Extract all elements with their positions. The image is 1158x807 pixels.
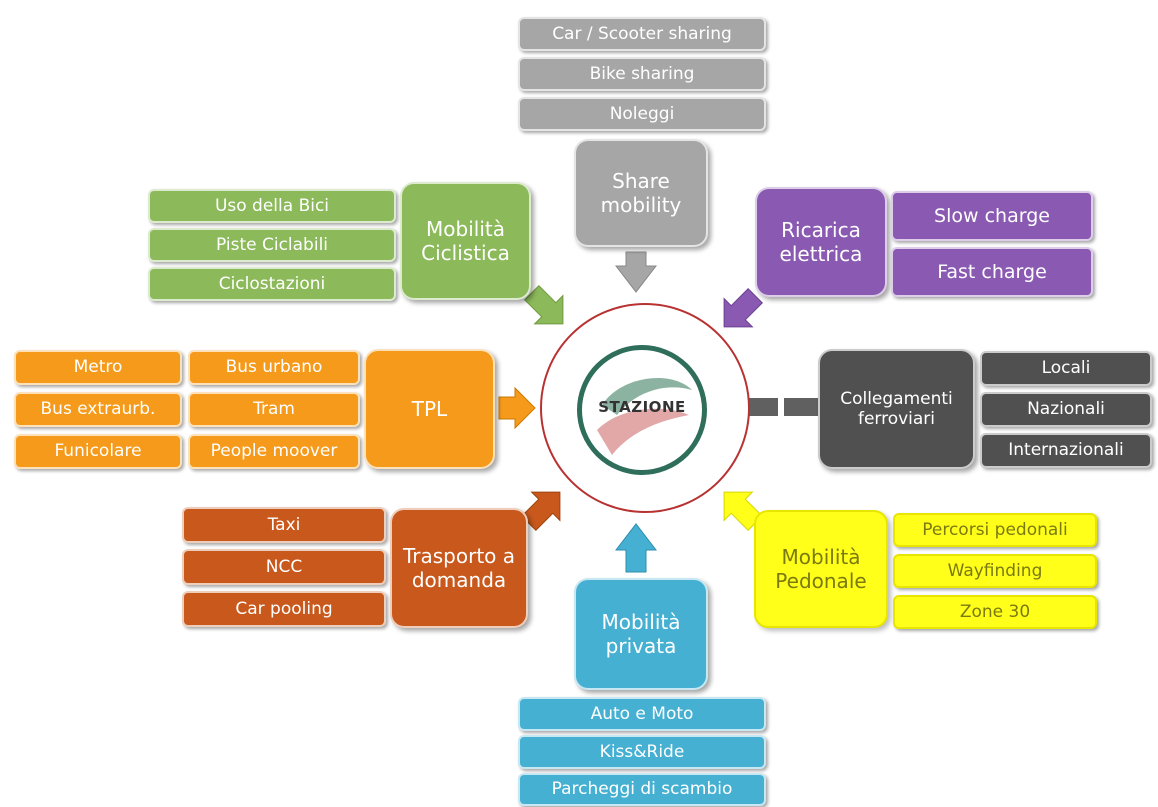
tpl-item-people-moover: People moover bbox=[188, 434, 360, 469]
pedonale-hub: Mobilità Pedonale bbox=[754, 510, 888, 628]
share-item-car-scooter: Car / Scooter sharing bbox=[518, 17, 766, 51]
tpl-item-bus-urbano: Bus urbano bbox=[188, 350, 360, 385]
domanda-hub: Trasporto a domanda bbox=[390, 508, 528, 628]
privata-item-kiss-ride: Kiss&Ride bbox=[518, 735, 766, 769]
share-arrow bbox=[614, 251, 658, 293]
tpl-item-bus-extraurb: Bus extraurb. bbox=[14, 392, 182, 427]
ciclistica-item-bici: Uso della Bici bbox=[148, 189, 396, 223]
privata-item-auto-moto: Auto e Moto bbox=[518, 697, 766, 731]
ferroviari-hub: Collegamenti ferroviari bbox=[818, 349, 975, 469]
tpl-item-tram: Tram bbox=[188, 392, 360, 427]
domanda-item-car-pooling: Car pooling bbox=[182, 591, 386, 627]
pedonale-item-percorsi: Percorsi pedonali bbox=[893, 513, 1097, 547]
pedonale-item-zone30: Zone 30 bbox=[893, 595, 1097, 629]
ciclistica-item-ciclostazioni: Ciclostazioni bbox=[148, 267, 396, 301]
tpl-item-funicolare: Funicolare bbox=[14, 434, 182, 469]
privata-arrow bbox=[614, 523, 658, 573]
privata-item-parcheggi: Parcheggi di scambio bbox=[518, 773, 766, 806]
logo-swoosh-icon bbox=[597, 378, 692, 455]
tpl-hub: TPL bbox=[364, 349, 495, 469]
ferroviari-item-locali: Locali bbox=[980, 351, 1152, 386]
share-hub: Share mobility bbox=[574, 139, 708, 247]
station-label: STAZIONE bbox=[598, 398, 686, 416]
ciclistica-item-piste: Piste Ciclabili bbox=[148, 228, 396, 262]
ricarica-hub: Ricarica elettrica bbox=[755, 187, 887, 297]
rail-dash-3 bbox=[784, 398, 818, 416]
ciclistica-arrow bbox=[524, 285, 564, 325]
tpl-arrow bbox=[498, 386, 536, 430]
ricarica-item-fast: Fast charge bbox=[891, 247, 1093, 297]
privata-hub: Mobilità privata bbox=[574, 578, 708, 690]
pedonale-item-wayfinding: Wayfinding bbox=[893, 554, 1097, 588]
share-item-bike: Bike sharing bbox=[518, 57, 766, 91]
ciclistica-hub: Mobilità Ciclistica bbox=[400, 182, 531, 300]
domanda-item-ncc: NCC bbox=[182, 549, 386, 585]
station-logo: STAZIONE bbox=[577, 345, 707, 475]
share-item-noleggi: Noleggi bbox=[518, 97, 766, 131]
domanda-item-taxi: Taxi bbox=[182, 507, 386, 543]
ricarica-item-slow: Slow charge bbox=[891, 191, 1093, 241]
rail-dash-2 bbox=[744, 398, 778, 416]
tpl-item-metro: Metro bbox=[14, 350, 182, 385]
domanda-arrow bbox=[521, 491, 561, 531]
ferroviari-item-internazionali: Internazionali bbox=[980, 433, 1152, 468]
ricarica-arrow bbox=[723, 288, 763, 328]
ferroviari-item-nazionali: Nazionali bbox=[980, 392, 1152, 427]
